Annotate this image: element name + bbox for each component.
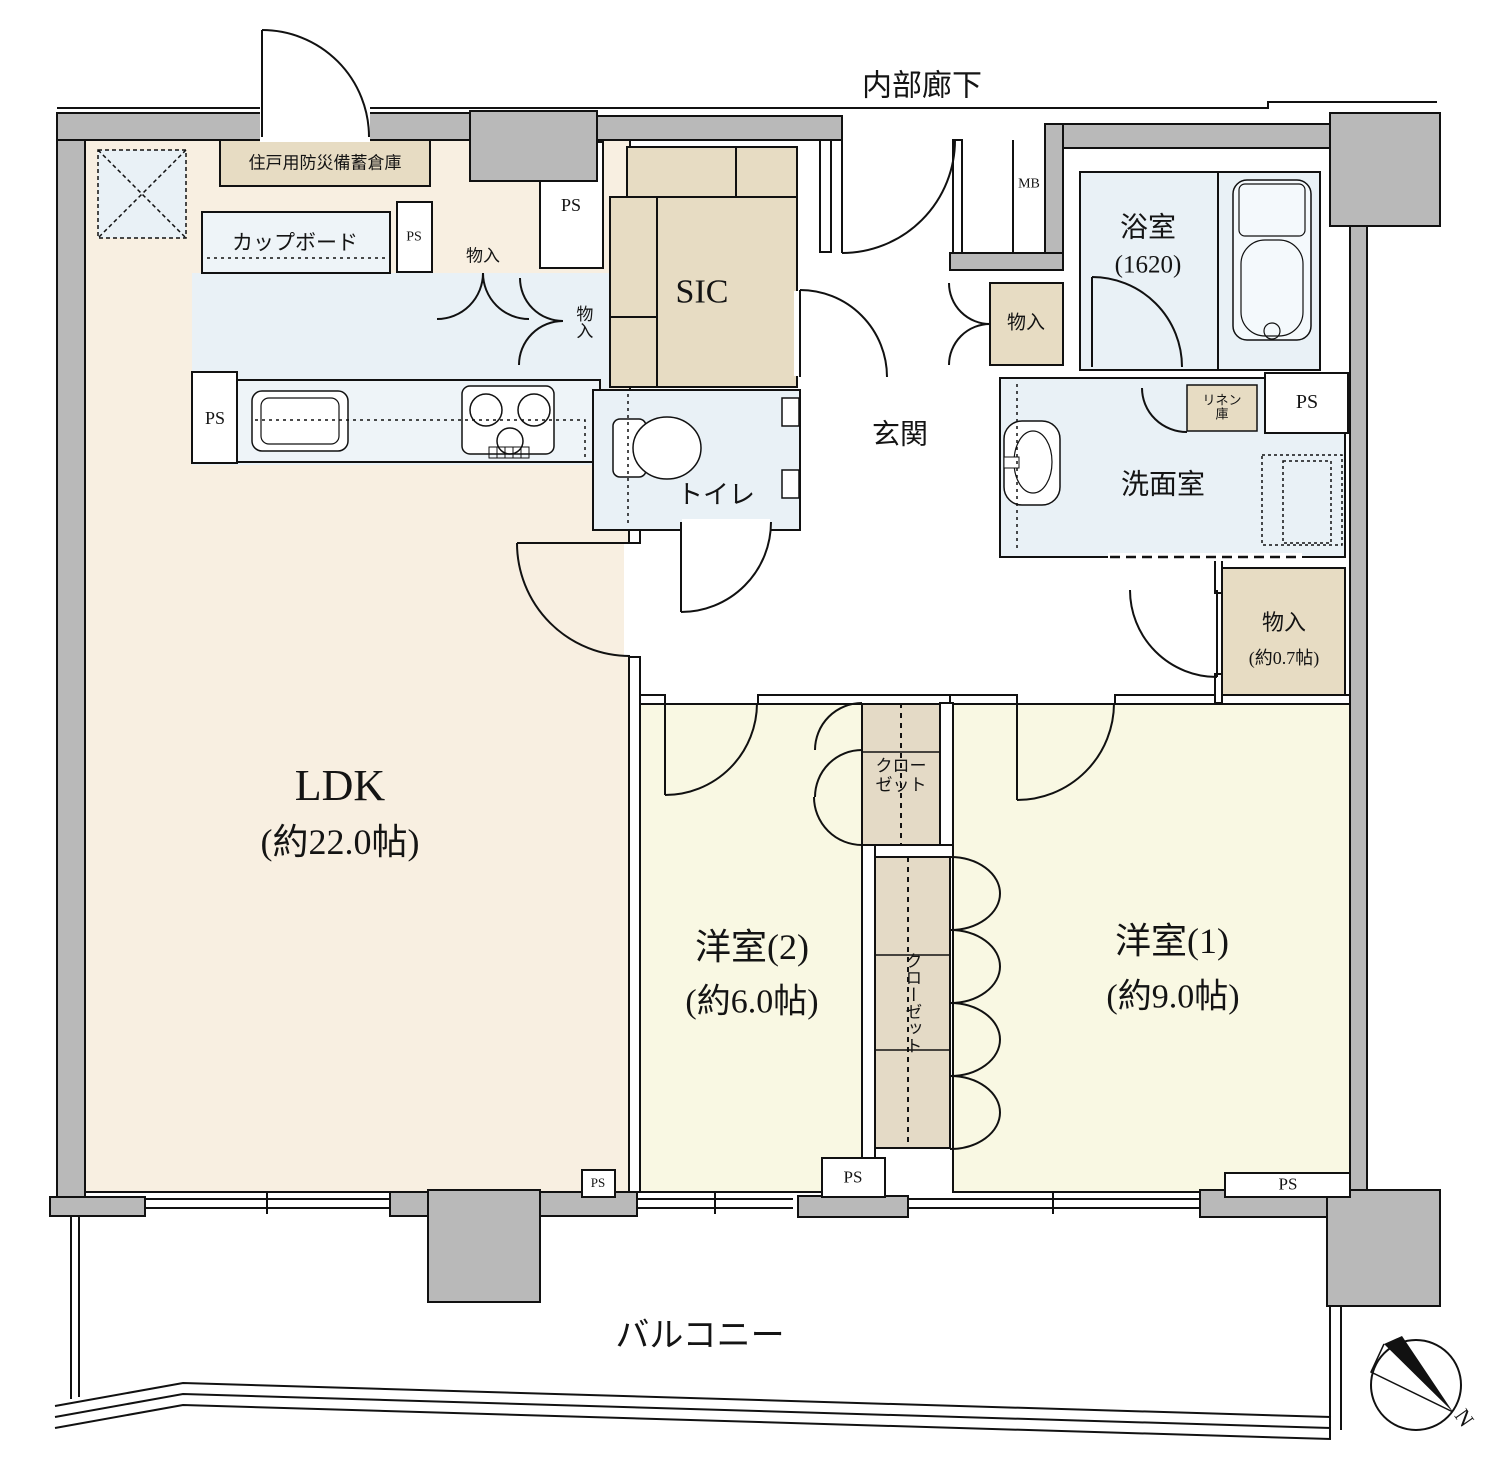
- room-floors: [84, 139, 1351, 1193]
- compass-needle: [1384, 1336, 1453, 1412]
- door-sic: [799, 289, 888, 378]
- toilet-room: [592, 389, 801, 531]
- label-storage-small: 物入: [1261, 609, 1307, 635]
- label-western2: 洋室(2): [695, 927, 809, 968]
- label-ldk-size: (約22.0帖): [260, 822, 420, 863]
- label-ps-3: PS: [1278, 1174, 1298, 1194]
- label-disaster-storage: 住戸用防災備蓄倉庫: [248, 153, 402, 173]
- toilet-bowl: [632, 416, 702, 480]
- label-linen: リネン庫: [1202, 392, 1242, 422]
- door-western1: [1016, 702, 1115, 801]
- door-ldk: [516, 542, 631, 657]
- room-western2: [639, 703, 863, 1193]
- door-storage-1: [436, 272, 530, 320]
- ps-box-1: [581, 1169, 616, 1198]
- label-storage-1: 物入: [466, 246, 500, 266]
- sink: [251, 390, 349, 452]
- label-washroom: 洗面室: [1120, 469, 1206, 501]
- label-storage-genkan: 物入: [1006, 312, 1046, 334]
- corridor-boundary: [57, 101, 1437, 109]
- compass: [1370, 1336, 1462, 1431]
- label-bathroom: 浴室: [1119, 212, 1177, 244]
- ps-box-c: [191, 371, 238, 464]
- closet-2-box: [874, 856, 951, 1149]
- washer-space: [1261, 454, 1343, 546]
- door-entrance: [841, 139, 956, 254]
- label-entrance: 玄関: [871, 419, 929, 451]
- door-closet-2: [949, 856, 1001, 1150]
- interior-walls: [628, 139, 1356, 1193]
- ps-box-3: [1224, 1172, 1351, 1198]
- linen-box: [1186, 384, 1258, 432]
- room-western1: [952, 703, 1351, 1193]
- windows: [145, 1193, 1200, 1214]
- label-ps-c: PS: [204, 408, 226, 429]
- kitchen-counter: [236, 379, 601, 463]
- label-ps-2: PS: [843, 1167, 863, 1187]
- door-closet-1: [813, 702, 863, 846]
- label-ps-1: PS: [590, 1174, 606, 1190]
- label-mb: MB: [1018, 176, 1040, 192]
- label-toilet: トイレ: [676, 480, 756, 510]
- label-ldk: LDK: [294, 760, 386, 810]
- label-ps-d: PS: [1295, 391, 1319, 413]
- ps-box-a: [396, 201, 433, 273]
- door-western2: [664, 702, 758, 796]
- balcony-fence: [54, 1216, 1342, 1440]
- label-closet-1: クローゼット: [875, 756, 927, 794]
- label-balcony: バルコニー: [615, 1317, 785, 1355]
- doors: [261, 29, 1300, 1150]
- storage-small-box: [1221, 567, 1346, 701]
- door-storage-2: [518, 277, 564, 366]
- bathroom-box: [1079, 171, 1321, 371]
- sic-box: [609, 146, 798, 388]
- door-linen: [1141, 387, 1188, 433]
- label-sic: SIC: [675, 273, 729, 311]
- label-storage-small-size: (約0.7帖): [1248, 648, 1320, 669]
- disaster-storage-box: [219, 139, 431, 187]
- label-corridor: 内部廊下: [862, 69, 982, 103]
- label-bathroom-size: (1620): [1114, 251, 1182, 279]
- door-bathroom: [1091, 276, 1183, 368]
- label-western1: 洋室(1): [1115, 921, 1229, 962]
- ps-boxes-bottom: [581, 1157, 1351, 1198]
- ps-box-d: [1264, 372, 1349, 434]
- label-ps-a: PS: [406, 229, 422, 245]
- door-storage-genkan: [948, 282, 991, 366]
- label-ps-b: PS: [560, 195, 582, 216]
- cupboard-box: [201, 211, 391, 274]
- door-storage-small: [1129, 589, 1218, 678]
- closet-1-box: [861, 702, 941, 846]
- label-cupboard: カップボード: [232, 230, 358, 255]
- bathtub: [1232, 179, 1312, 341]
- door-disaster-storage: [261, 29, 370, 138]
- door-toilet: [680, 521, 772, 613]
- label-closet-2: クローゼット: [902, 952, 922, 1054]
- label-western2-size: (約6.0帖): [685, 983, 819, 1021]
- label-western1-size: (約9.0帖): [1106, 978, 1240, 1016]
- shaft-box: [97, 149, 187, 239]
- ps-box-2: [821, 1157, 886, 1198]
- label-storage-2: 物入: [573, 305, 593, 339]
